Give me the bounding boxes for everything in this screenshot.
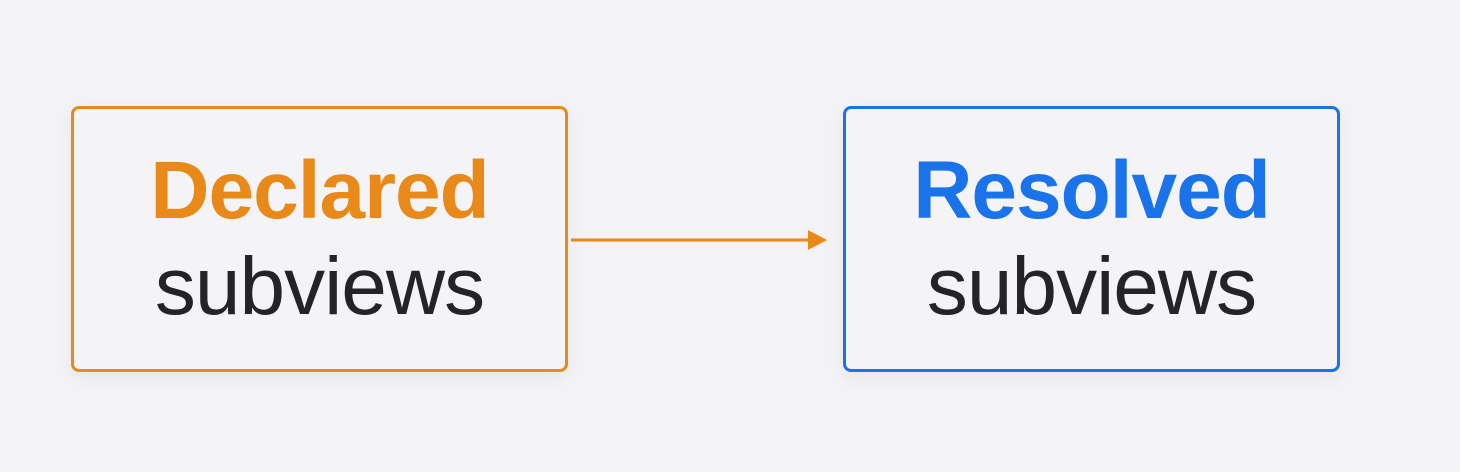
resolved-subviews-box: Resolved subviews <box>843 106 1340 372</box>
connector-arrowhead <box>808 230 827 250</box>
resolved-title: Resolved <box>913 145 1271 236</box>
declared-subviews-box: Declared subviews <box>71 106 568 372</box>
declared-subtitle: subviews <box>154 241 485 332</box>
declared-title: Declared <box>150 145 489 236</box>
resolved-subtitle: subviews <box>926 241 1257 332</box>
